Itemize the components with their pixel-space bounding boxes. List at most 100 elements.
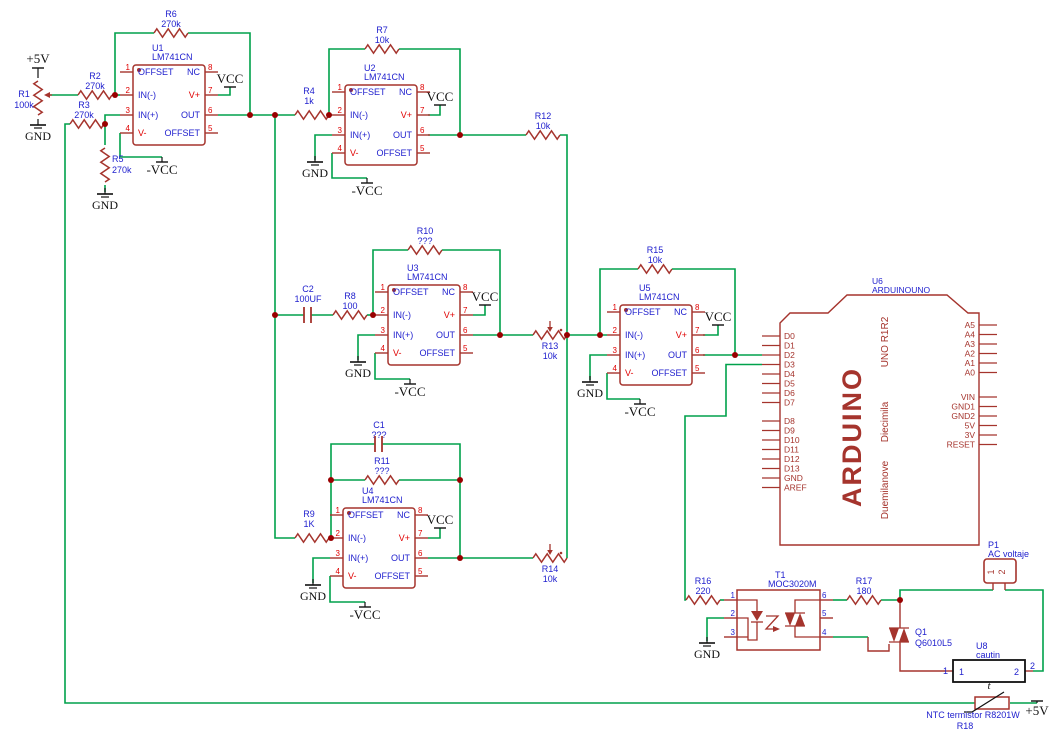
pin-number: 4 xyxy=(613,364,618,373)
resistor-value: 100 xyxy=(342,301,357,311)
arduino-pin-3V: 3V xyxy=(965,430,976,440)
resistor-body xyxy=(364,474,400,486)
opamp-body xyxy=(387,284,461,366)
connector-body xyxy=(983,558,1017,584)
opamp-ref: U1 xyxy=(152,43,164,53)
connector-pin-label: 1 xyxy=(986,569,996,574)
resistor-value: 1k xyxy=(304,96,314,106)
pin-number: 6 xyxy=(420,126,425,135)
gnd-label: GND xyxy=(25,129,51,143)
opamp-ref: U3 xyxy=(407,263,419,273)
arduino-pin-RESET: RESET xyxy=(947,439,975,449)
arduino-pin-D8: D8 xyxy=(784,416,795,426)
resistor-body xyxy=(407,244,443,256)
resistor-ref: R6 xyxy=(165,9,177,19)
triac-top xyxy=(794,599,820,613)
vcc-label: VCC xyxy=(217,71,244,86)
pin-name: NC xyxy=(187,67,200,77)
resistor-ref: R5 xyxy=(112,154,124,164)
triac-bottom xyxy=(794,626,820,638)
pin1-marker xyxy=(347,511,351,515)
light-arrow xyxy=(764,615,780,630)
opamp-value: LM741CN xyxy=(407,272,448,282)
wire xyxy=(119,133,162,158)
junction-dots xyxy=(102,92,903,603)
arduino-pin-D3: D3 xyxy=(784,359,795,369)
resistor-value: 270k xyxy=(112,165,132,175)
wire xyxy=(218,87,231,96)
junction-dot xyxy=(457,132,463,138)
pin-name: IN(-) xyxy=(625,330,643,340)
pin-name: IN(-) xyxy=(393,310,411,320)
arduino-pin-GND1: GND1 xyxy=(951,401,975,411)
minus-vcc-label: -VCC xyxy=(394,384,425,399)
pin-name: V- xyxy=(625,368,634,378)
pin-name: NC xyxy=(397,510,410,520)
wire xyxy=(114,32,154,95)
arduino-pin-D12: D12 xyxy=(784,454,800,464)
pin-number: 2 xyxy=(336,529,341,538)
pin-name: IN(-) xyxy=(350,110,368,120)
triac-triangle xyxy=(795,613,805,626)
resistor-body xyxy=(153,27,189,39)
opamp-body xyxy=(342,507,416,589)
wire xyxy=(312,557,330,583)
resistor-body xyxy=(525,129,561,141)
minus-vcc-symbol: -VCC xyxy=(394,379,426,399)
pin-number: 6 xyxy=(822,591,827,600)
thermistor-value: NTC termistor R8201W xyxy=(926,710,1020,720)
vcc-label: VCC xyxy=(427,512,454,527)
junction-dot xyxy=(328,477,334,483)
pin-number: 2 xyxy=(1014,667,1019,677)
pin-name: OFFSET xyxy=(377,148,413,158)
arduino-variant-text: UNO R1R2 xyxy=(880,316,891,367)
triac-value: Q6010L5 xyxy=(915,638,952,648)
wire xyxy=(560,134,568,558)
connector-ref: P1 xyxy=(988,540,999,550)
arduino-outline xyxy=(779,294,980,546)
wire-red xyxy=(867,637,890,652)
resistor-ref: R12 xyxy=(535,111,552,121)
opamp-value: LM741CN xyxy=(362,495,403,505)
pin-number: 1 xyxy=(959,667,964,677)
resistor-body xyxy=(32,80,44,116)
pin-number: 5 xyxy=(822,609,827,618)
wire xyxy=(473,305,486,316)
pin-name: OFFSET xyxy=(375,571,411,581)
capacitor-C1: C1??? xyxy=(371,420,387,452)
wiper-arrowhead xyxy=(547,550,553,555)
wire xyxy=(382,443,461,558)
led-triangle xyxy=(751,611,763,621)
pin-number: 8 xyxy=(208,63,213,72)
minus-vcc-symbol: -VCC xyxy=(351,178,383,198)
triac-ref: Q1 xyxy=(915,627,927,637)
gnd-symbol: GND xyxy=(345,356,371,380)
junction-dot xyxy=(370,312,376,318)
resistor-value: 10k xyxy=(536,121,551,131)
resistor-ref: R3 xyxy=(78,100,90,110)
pin-name: IN(+) xyxy=(625,350,645,360)
pin-number: 6 xyxy=(695,346,700,355)
wire xyxy=(428,105,441,116)
wire xyxy=(589,354,607,380)
arduino-pin-D5: D5 xyxy=(784,378,795,388)
pin-name: OUT xyxy=(668,350,688,360)
resistor-ref: R9 xyxy=(303,509,315,519)
pin-number: 3 xyxy=(613,346,618,355)
pin-name: OUT xyxy=(391,553,411,563)
pin-name: OFFSET xyxy=(625,307,661,317)
pin-name: V- xyxy=(350,148,359,158)
resistor-value: 10k xyxy=(543,574,558,584)
wire xyxy=(64,123,975,704)
thermistor-ref: R18 xyxy=(957,721,974,731)
pin-name: OFFSET xyxy=(652,368,688,378)
pin-name: IN(+) xyxy=(138,110,158,120)
pin-number: 1 xyxy=(126,63,131,72)
